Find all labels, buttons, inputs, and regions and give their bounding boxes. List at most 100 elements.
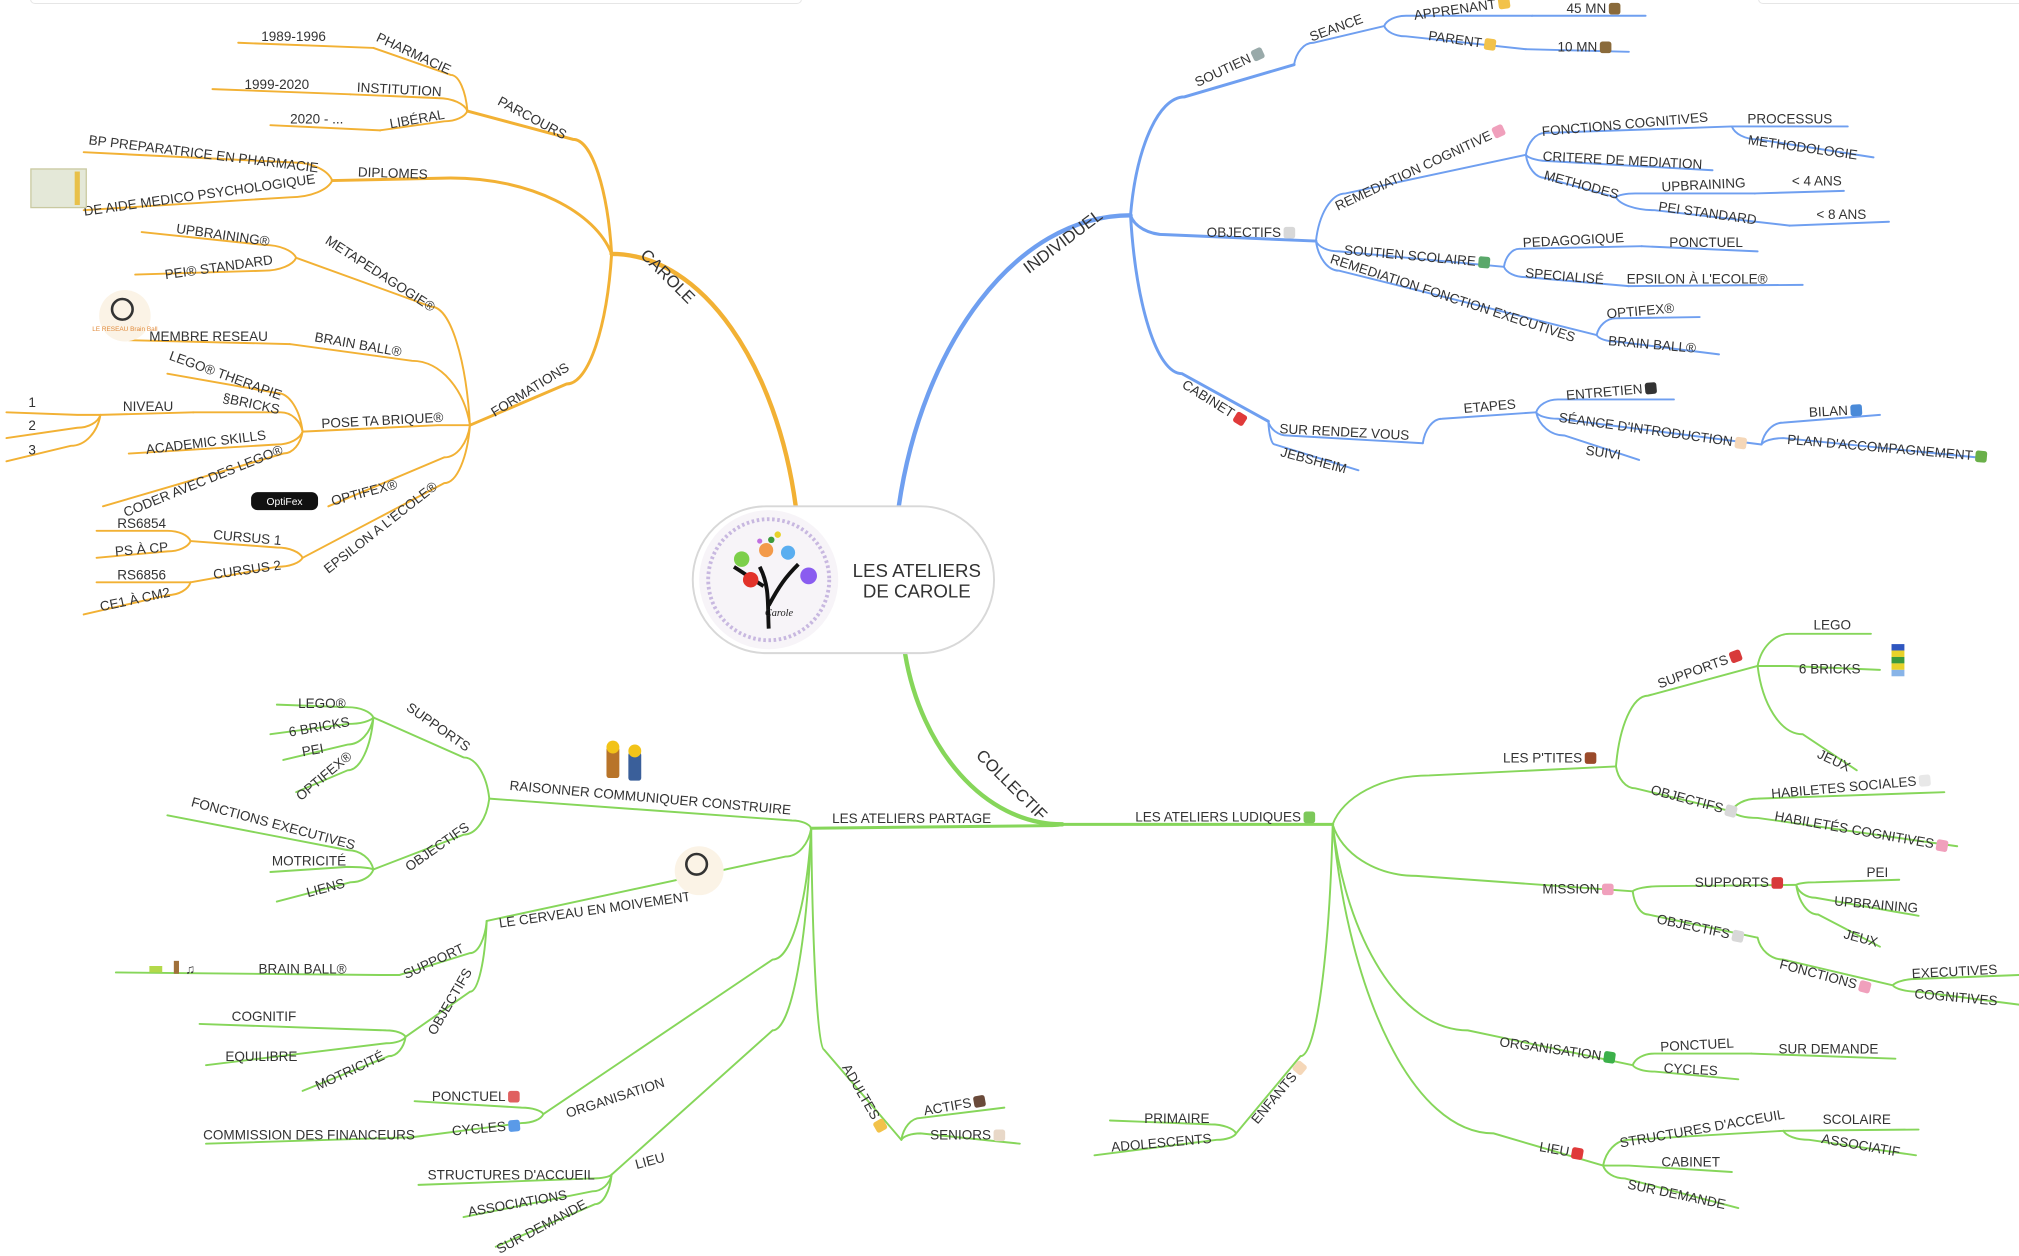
topic-specialise[interactable]: SPECIALISÉ — [1525, 265, 1605, 287]
topic-apprenant[interactable]: APPRENANT — [1413, 0, 1511, 23]
topic-cognitif[interactable]: COGNITIF — [232, 1009, 297, 1024]
topic-2[interactable]: 2 — [28, 418, 36, 433]
topic-processus[interactable]: PROCESSUS — [1747, 112, 1832, 127]
topic-objectifs[interactable]: OBJECTIFS — [1649, 782, 1738, 819]
topic-critere-de-mediation[interactable]: CRITERE DE MEDIATION — [1542, 149, 1702, 172]
topic-objectifs[interactable]: OBJECTIFS — [403, 819, 473, 874]
topic-rs6856[interactable]: RS6856 — [117, 567, 166, 582]
topic-cycles[interactable]: CYCLES — [1663, 1060, 1718, 1078]
topic-etapes[interactable]: ETAPES — [1463, 397, 1516, 417]
topic-pei-standard[interactable]: PEI STANDARD — [1658, 199, 1758, 228]
topic-pei-standard[interactable]: PEI® STANDARD — [164, 252, 274, 282]
topic-seniors[interactable]: SENIORS — [930, 1128, 1006, 1143]
topic-diplomes[interactable]: DIPLOMES — [358, 164, 428, 181]
topic-methodes[interactable]: METHODES — [1543, 168, 1621, 202]
topic-cycles[interactable]: CYCLES — [451, 1118, 521, 1139]
topic-2020[interactable]: 2020 - ... — [290, 112, 343, 127]
topic-jeux[interactable]: JEUX — [1842, 926, 1879, 949]
topic-bilan[interactable]: BILAN — [1808, 402, 1863, 420]
topic-niveau[interactable]: NIVEAU — [123, 399, 173, 414]
topic-habilete-s-cognitives[interactable]: HABILETÉS COGNITIVES — [1774, 808, 1950, 853]
topic-objectifs[interactable]: OBJECTIFS — [1207, 225, 1296, 240]
topic-fonctions-executives[interactable]: FONCTIONS EXECUTIVES — [190, 794, 357, 852]
topic-sur-demande[interactable]: SUR DEMANDE — [1626, 1177, 1727, 1212]
topic-entretien[interactable]: ENTRETIEN — [1565, 380, 1657, 403]
topic-ps-a-cp[interactable]: PS À CP — [114, 539, 168, 559]
topic-cursus-2[interactable]: CURSUS 2 — [212, 558, 282, 582]
topic-executives[interactable]: EXECUTIVES — [1911, 962, 1997, 981]
topic-parcours[interactable]: PARCOURS — [495, 94, 569, 143]
topic-cognitives[interactable]: COGNITIVES — [1914, 986, 1998, 1008]
topic-raisonner-communiquer-construire[interactable]: RAISONNER COMMUNIQUER CONSTRUIRE — [509, 778, 792, 818]
topic-jebsheim[interactable]: JEBSHEIM — [1279, 444, 1348, 476]
topic-scolaire[interactable]: SCOLAIRE — [1823, 1112, 1891, 1127]
topic-ponctuel[interactable]: PONCTUEL — [432, 1089, 520, 1104]
topic-organisation[interactable]: ORGANISATION — [564, 1075, 666, 1121]
topic-ce1-a-cm2[interactable]: CE1 À CM2 — [99, 585, 172, 615]
topic-methodologie[interactable]: METHODOLOGIE — [1747, 132, 1858, 162]
topic-structures-d-acceuil[interactable]: STRUCTURES D'ACCEUIL — [1619, 1107, 1787, 1151]
topic-de-aide-medico-psychologique[interactable]: DE AIDE MEDICO PSYCHOLOGIQUE — [83, 171, 316, 218]
topic-adolescents[interactable]: ADOLESCENTS — [1111, 1131, 1213, 1155]
topic-3[interactable]: 3 — [28, 443, 36, 458]
topic-8-ans[interactable]: < 8 ANS — [1816, 207, 1866, 222]
topic-seance[interactable]: SEANCE — [1308, 11, 1365, 44]
topic-pei[interactable]: PEI — [1866, 865, 1888, 880]
topic-optifex[interactable]: OPTIFEX® — [329, 477, 398, 509]
topic-objectifs[interactable]: OBJECTIFS — [1656, 911, 1746, 944]
topic-les-ateliers-partage[interactable]: LES ATELIERS PARTAGE — [832, 811, 991, 826]
topic-academic-skills[interactable]: ACADEMIC SKILLS — [145, 427, 267, 457]
topic-suivi[interactable]: SUIVI — [1585, 443, 1622, 463]
topic-les-ateliers-ludiques[interactable]: LES ATELIERS LUDIQUES — [1135, 810, 1316, 825]
topic-upbraining[interactable]: UPBRAINING — [1834, 893, 1919, 915]
topic-brain-ball[interactable]: BRAIN BALL® — [313, 329, 402, 359]
topic-pose-ta-brique[interactable]: POSE TA BRIQUE® — [321, 410, 444, 431]
topic-lego[interactable]: LEGO — [1814, 618, 1852, 633]
topic-10-mn[interactable]: 10 MN — [1557, 40, 1612, 55]
topic-supports[interactable]: SUPPORTS — [1656, 647, 1744, 691]
topic-membre-reseau[interactable]: MEMBRE RESEAU — [149, 329, 268, 344]
topic-fonctions[interactable]: FONCTIONS — [1778, 957, 1872, 996]
topic-cabinet[interactable]: CABINET — [1179, 377, 1249, 428]
topic-ponctuel[interactable]: PONCTUEL — [1660, 1035, 1735, 1054]
topic-mission[interactable]: MISSION — [1542, 882, 1614, 897]
topic-upbraining[interactable]: UPBRAINING® — [175, 221, 270, 249]
topic-6-bricks[interactable]: 6 BRICKS — [288, 714, 351, 739]
topic-1989-1996[interactable]: 1989-1996 — [261, 29, 326, 44]
topic-brain-ball[interactable]: BRAIN BALL® — [1608, 333, 1697, 356]
topic-equilibre[interactable]: EQUILIBRE — [225, 1049, 297, 1064]
topic-ponctuel[interactable]: PONCTUEL — [1669, 235, 1743, 250]
topic-associatif[interactable]: ASSOCIATIF — [1820, 1131, 1901, 1160]
topic-liens[interactable]: LIENS — [305, 876, 347, 901]
topic-optifex[interactable]: OPTIFEX® — [1606, 301, 1675, 322]
topic-structures-d-accueil[interactable]: STRUCTURES D'ACCUEIL — [428, 1167, 596, 1182]
topic-parent[interactable]: PARENT — [1427, 28, 1497, 52]
topic-sur-rendez-vous[interactable]: SUR RENDEZ VOUS — [1279, 421, 1410, 443]
topic-pharmacie[interactable]: PHARMACIE — [374, 30, 453, 78]
topic-motricite[interactable]: MOTRICITÉ — [272, 853, 346, 868]
topic-1[interactable]: 1 — [28, 395, 36, 410]
topic-sur-demande[interactable]: SUR DEMANDE — [1778, 1041, 1878, 1056]
topic-les-p-tites[interactable]: LES P'TITES — [1503, 750, 1597, 765]
topic-remediation-cognitive[interactable]: REMEDIATION COGNITIVE — [1333, 122, 1507, 214]
topic-lego[interactable]: LEGO® — [298, 696, 346, 711]
topic-lieu[interactable]: LIEU — [634, 1150, 667, 1172]
topic-cabinet[interactable]: CABINET — [1661, 1155, 1720, 1170]
topic-rs6854[interactable]: RS6854 — [117, 516, 166, 531]
topic-pei[interactable]: PEI — [301, 741, 325, 760]
central-topic[interactable]: Carole LES ATELIERS DE CAROLE — [691, 505, 996, 655]
topic-carole[interactable]: CAROLE — [637, 245, 699, 307]
topic-lieu[interactable]: LIEU — [1538, 1139, 1584, 1161]
topic-brain-ball[interactable]: BRAIN BALL® — [259, 961, 347, 976]
topic-plan-d-accompagnement[interactable]: PLAN D'ACCOMPAGNEMENT — [1787, 432, 1988, 464]
topic-habiletes-sociales[interactable]: HABILETES SOCIALES — [1771, 772, 1932, 801]
topic-commission-des-financeurs[interactable]: COMMISSION DES FINANCEURS — [203, 1128, 415, 1143]
topic-supports[interactable]: SUPPORTS — [1695, 875, 1784, 890]
topic-6-bricks[interactable]: 6 BRICKS — [1799, 661, 1861, 676]
topic-fonctions-cognitives[interactable]: FONCTIONS COGNITIVES — [1541, 110, 1708, 139]
topic-cursus-1[interactable]: CURSUS 1 — [213, 527, 282, 548]
topic-adultes[interactable]: ADULTES — [839, 1061, 890, 1134]
topic-objectifs[interactable]: OBJECTIFS — [425, 966, 475, 1038]
topic-4-ans[interactable]: < 4 ANS — [1792, 173, 1842, 188]
